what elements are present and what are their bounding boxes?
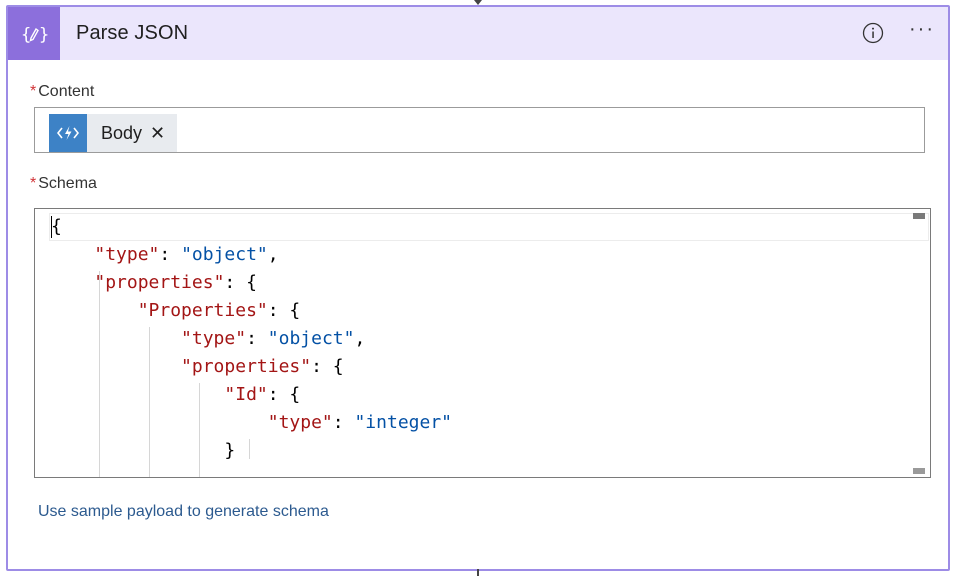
braces-icon: { }	[8, 7, 60, 60]
required-marker: *	[30, 175, 37, 192]
svg-text:}: }	[39, 25, 48, 45]
body-token[interactable]: Body ✕	[49, 114, 177, 152]
code-line: "type": "object",	[181, 328, 366, 349]
remove-token-icon[interactable]: ✕	[150, 122, 166, 143]
code-line: "properties": {	[181, 356, 344, 377]
content-input[interactable]: Body ✕	[34, 107, 925, 153]
flow-connector-top	[474, 0, 482, 8]
code-line: "type": "object",	[94, 244, 279, 265]
use-sample-payload-link[interactable]: Use sample payload to generate schema	[38, 503, 329, 520]
scrollbar-down[interactable]	[913, 468, 925, 474]
action-title[interactable]: Parse JSON	[76, 22, 189, 44]
indent-guide	[99, 271, 100, 477]
indent-guide	[149, 327, 150, 477]
required-marker: *	[30, 83, 37, 100]
parse-json-action-card: { } Parse JSON ··· *Content	[6, 5, 950, 571]
schema-label-text: Schema	[38, 175, 97, 192]
schema-code-editor[interactable]: { "type": "object", "properties": { "Pro…	[34, 208, 931, 478]
token-label: Body	[101, 122, 143, 143]
active-line-highlight	[49, 213, 929, 241]
flow-connector-bottom	[477, 569, 479, 576]
code-line: "Id": {	[224, 384, 301, 405]
content-label-text: Content	[38, 83, 95, 100]
code-line: "Properties": {	[137, 300, 301, 321]
action-header[interactable]: { } Parse JSON ···	[8, 7, 948, 60]
indent-guide	[199, 383, 200, 477]
indent-guide	[249, 439, 250, 459]
scrollbar-up[interactable]	[913, 213, 925, 219]
code-line: {	[51, 216, 62, 237]
text-cursor	[51, 216, 52, 238]
more-options-button[interactable]: ···	[909, 18, 935, 40]
schema-label: *Schema	[30, 175, 97, 193]
code-line: }	[51, 440, 236, 461]
content-label: *Content	[30, 83, 94, 101]
code-line: "type": "integer"	[267, 412, 453, 433]
dynamic-content-icon	[49, 114, 87, 152]
info-icon[interactable]	[862, 22, 884, 44]
svg-text:{: {	[21, 25, 31, 45]
code-line: "properties": {	[94, 272, 257, 293]
